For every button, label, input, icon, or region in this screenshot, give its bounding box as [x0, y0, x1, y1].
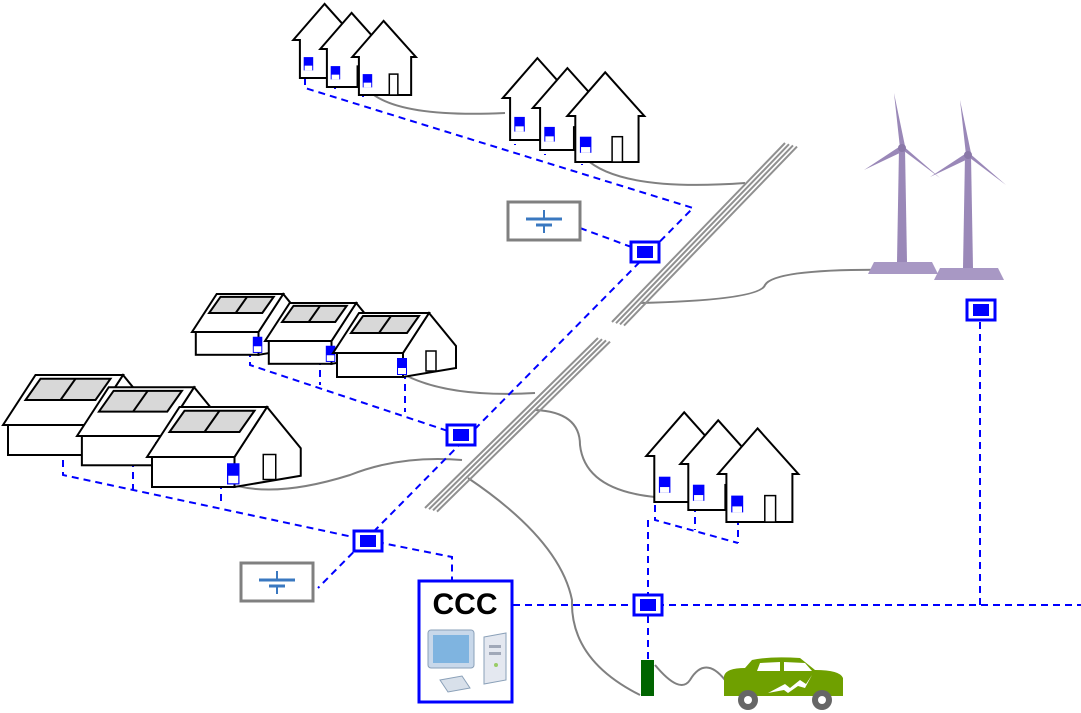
transmission-wire	[424, 337, 599, 509]
power-cable	[224, 458, 463, 491]
communication-node-icon[interactable]	[632, 593, 664, 617]
power-cable	[534, 409, 656, 498]
transmission-wire	[615, 143, 790, 324]
power-cable	[369, 91, 506, 115]
electric-car-icon	[724, 657, 843, 710]
door	[388, 73, 399, 96]
transmission-wire	[623, 145, 798, 327]
communication-link	[654, 505, 739, 544]
transmission-wire	[611, 142, 786, 323]
door	[611, 135, 624, 163]
communication-node-icon[interactable]	[629, 240, 661, 264]
transmission-wire	[432, 339, 607, 512]
power-cables	[224, 91, 901, 696]
wind-farm	[864, 93, 1006, 280]
ccc-label: CCC	[433, 588, 498, 621]
smart-meter-icon	[579, 136, 592, 153]
door	[425, 350, 437, 372]
power-cable	[639, 268, 901, 304]
communication-link	[304, 78, 695, 589]
ccc-control-center[interactable]: CCC	[417, 579, 514, 704]
smart-meter-icon	[325, 345, 336, 362]
house-icon	[565, 70, 647, 163]
smart-meter-icon	[330, 66, 341, 80]
smart-meter-icon	[397, 358, 407, 375]
smart-meter-icon	[362, 74, 373, 88]
smart-meter-icon	[303, 57, 314, 71]
power-cable	[654, 664, 726, 686]
transmission-wire	[428, 338, 603, 510]
solar-house-icon	[331, 311, 457, 379]
house-icon	[715, 426, 801, 524]
communication-node-icon[interactable]	[352, 529, 384, 553]
battery-storage-icon	[506, 200, 582, 242]
solar-house-icon	[145, 405, 302, 489]
power-cable	[584, 157, 746, 186]
battery-storage-icon	[239, 561, 315, 603]
communication-nodes	[352, 240, 997, 617]
smart-meter-icon	[692, 484, 705, 501]
wind-turbine-icon	[930, 100, 1006, 280]
transmission-line-icon	[424, 142, 798, 513]
battery-storages	[239, 200, 582, 603]
power-cable	[404, 374, 536, 395]
wind-turbine-icon	[864, 93, 940, 274]
door	[764, 494, 777, 523]
door	[262, 453, 277, 481]
power-cable	[467, 477, 641, 696]
transmission-wire	[619, 144, 794, 326]
smart-meter-icon	[252, 336, 263, 353]
ev-charger-icon	[641, 660, 654, 696]
house-icon	[350, 19, 419, 96]
smart-meter-icon	[658, 476, 671, 493]
houses	[1, 2, 801, 524]
solar-house-icon	[190, 292, 310, 356]
smart-meter-icon	[544, 126, 555, 142]
communication-node-icon[interactable]	[965, 298, 997, 322]
transmission-wire	[436, 340, 611, 513]
computer-icon	[427, 629, 507, 693]
smart-meter-icon	[514, 116, 525, 132]
communication-node-icon[interactable]	[445, 423, 477, 447]
